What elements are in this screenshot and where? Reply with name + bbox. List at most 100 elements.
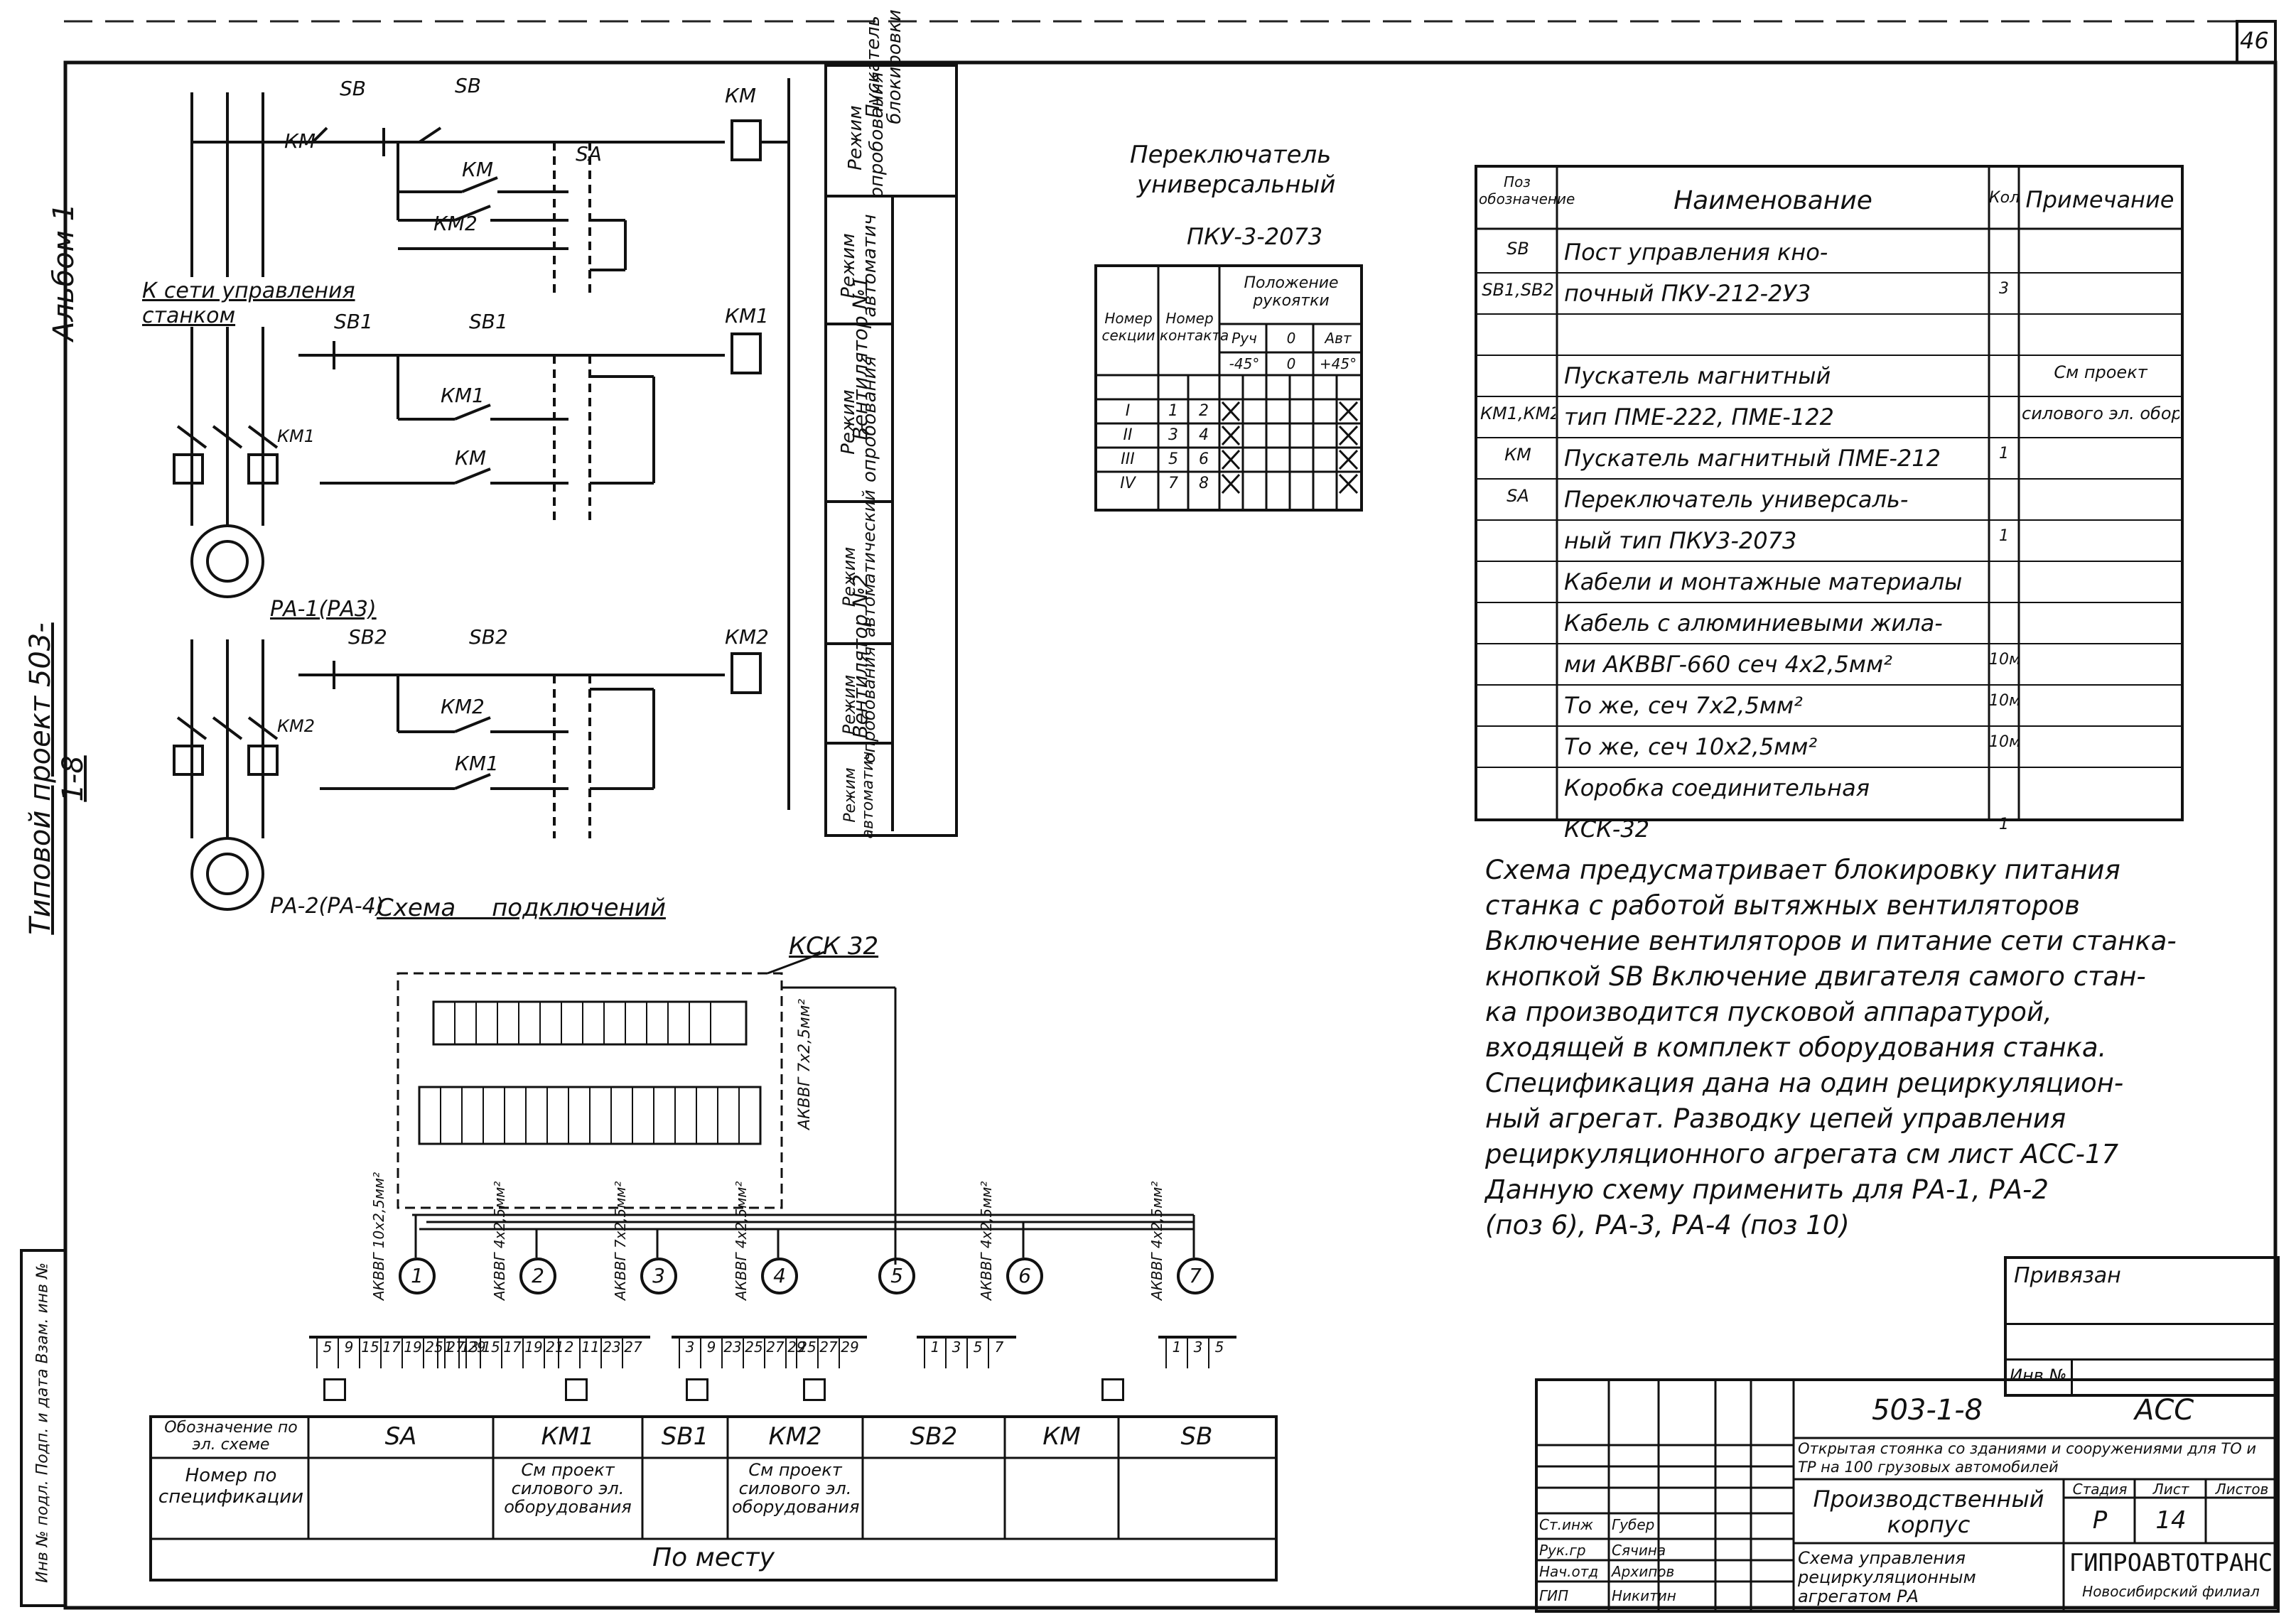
mode-column: Режим опробования Пускатель блокировки Р… — [824, 9, 958, 838]
note-line: Включение вентиляторов и питание сети ст… — [1485, 926, 2177, 956]
device-col-header: SB1 — [661, 1422, 709, 1451]
terminal-number: 21 — [544, 1339, 565, 1368]
cable-tag-label: АКВВГ 4х2,5мм² — [978, 1181, 995, 1300]
terminal-number: 1 — [1165, 1339, 1187, 1368]
staff-role: Нач.отд — [1539, 1563, 1599, 1580]
cable-tag-label: АКВВГ 4х2,5мм² — [733, 1181, 750, 1300]
switch-pos-auto: Авт — [1325, 330, 1352, 347]
spec-cell: SA — [1507, 486, 1529, 506]
switch-row-c1: 3 — [1168, 426, 1178, 444]
org-branch: Новосибирский филиал — [2082, 1583, 2260, 1600]
switch-row-c2: 2 — [1199, 402, 1209, 420]
stage-value: Р — [2092, 1506, 2108, 1535]
mode-cell: Режим опробования — [827, 642, 894, 763]
switch-row-section: II — [1123, 426, 1133, 444]
privyazan-title: Привязан — [2014, 1263, 2121, 1288]
device-col-spec: См проект силового эл. оборудования — [732, 1460, 860, 1517]
km2-label-hold: КМ2 — [441, 695, 485, 718]
terminal-number: 19 — [401, 1339, 423, 1368]
spec-cell: SB — [1507, 239, 1529, 259]
terminal-number: 1 — [924, 1339, 945, 1368]
control-schematic — [173, 78, 790, 911]
staff-name: Архипов — [1612, 1563, 1675, 1580]
switch-angle-right: +45° — [1319, 355, 1357, 372]
terminal-number: 3 — [945, 1339, 966, 1368]
mode-device: Вентилятор №2 — [848, 574, 872, 739]
staff-name: Сячина — [1612, 1542, 1666, 1559]
km1-label-lower: КМ1 — [455, 752, 499, 775]
spec-cell: См проект — [2054, 362, 2147, 382]
terminal-number: 3 — [1187, 1339, 1208, 1368]
terminal-number: 5 — [316, 1339, 338, 1368]
terminal-number: 2 — [558, 1339, 579, 1368]
terminal-number: 3 — [679, 1339, 700, 1368]
switch-row-c1: 7 — [1168, 475, 1178, 492]
row-label-designation: Обозначение по эл. схеме — [164, 1419, 298, 1454]
privyazan-box: Привязан Инв № — [2004, 1256, 2280, 1397]
title-code: 503-1-8 — [1872, 1394, 1983, 1427]
spec-cell: почный ПКУ-212-2У3 — [1564, 280, 1811, 307]
spec-header-qty: Кол — [1989, 189, 2020, 207]
terminal-strip — [917, 1336, 1016, 1339]
switch-row-section: IV — [1120, 475, 1136, 492]
switch-row-c2: 8 — [1199, 475, 1209, 492]
switch-row-c2: 6 — [1199, 450, 1209, 468]
km2-label-top: КМ2 — [433, 212, 478, 235]
terminal-number: 13 — [458, 1339, 480, 1368]
pa1-label: РА-1(РА3) — [270, 597, 377, 622]
place-label: По месту — [652, 1543, 775, 1572]
mode-cell: Режим автоматический — [827, 490, 894, 645]
spec-cell: ный тип ПКУ3-2073 — [1564, 527, 1797, 554]
note-line: станка с работой вытяжных вентиляторов — [1485, 890, 2080, 921]
note-line: кнопкой SB Включение двигателя самого ст… — [1485, 961, 2146, 992]
cable-tag: 6 — [1006, 1258, 1043, 1294]
terminal-number: 17 — [501, 1339, 522, 1368]
spec-cell: КМ — [1504, 445, 1531, 465]
terminal-number: 9 — [700, 1339, 721, 1368]
stamp-column-text: Инв № подл. Подп. и дата Взам. инв № — [33, 1263, 52, 1584]
sheet-label: Лист — [2152, 1481, 2189, 1498]
switch-title-2: универсальный — [1137, 171, 1336, 199]
spec-cell: силового эл. оборудов. — [2022, 404, 2179, 423]
terminal-number: 11 — [579, 1339, 600, 1368]
note-line: рециркуляционного агрегата см лист АСС-1… — [1485, 1139, 2119, 1169]
terminal-strip — [1158, 1336, 1236, 1339]
switch-header-section: Номер секции — [1101, 310, 1155, 344]
staff-role: ГИП — [1539, 1587, 1569, 1604]
km-label-hold: КМ — [462, 158, 494, 181]
connections-title: Схема подключений — [377, 894, 666, 922]
spec-table: Поз обозначение Наименование Кол Примеча… — [1475, 165, 2184, 843]
device-col-header: SA — [384, 1422, 417, 1451]
row-label-spec: Номер по спецификации — [158, 1465, 304, 1508]
switch-row-c1: 5 — [1168, 450, 1178, 468]
spec-cell: 1 — [1999, 527, 2009, 545]
stage-label: Стадия — [2072, 1481, 2128, 1498]
device-col-header: КМ1 — [541, 1422, 595, 1451]
mode-cell: Режим автоматич — [827, 195, 894, 325]
terminal-number: 25 — [796, 1339, 817, 1368]
staff-role: Рук.гр — [1539, 1542, 1586, 1559]
staff-name: Никитин — [1612, 1587, 1676, 1604]
spec-cell: 10м — [1989, 692, 2019, 710]
terminal-strip — [309, 1336, 494, 1339]
switch-title-1: Переключатель — [1130, 141, 1332, 169]
spec-cell: тип ПМЕ-222, ПМЕ-122 — [1564, 404, 1834, 431]
sa-label: SA — [576, 142, 602, 166]
spec-cell: КСК-32 — [1564, 816, 1650, 843]
spec-cell: 10м — [1989, 733, 2019, 751]
ground-square-icon — [565, 1378, 588, 1401]
spec-cell: 3 — [1999, 280, 2009, 298]
device-col-header: КМ — [1042, 1422, 1081, 1451]
device-col-spec: См проект силового эл. оборудования — [504, 1460, 632, 1517]
switch-angle-mid: 0 — [1286, 355, 1296, 372]
spec-cell: КМ1,КМ2 — [1480, 404, 1556, 423]
note-line: ный агрегат. Разводку цепей управления — [1485, 1103, 2066, 1134]
staff-role: Ст.инж — [1539, 1516, 1594, 1533]
terminal-number: 5 — [966, 1339, 988, 1368]
spec-cell: 1 — [1999, 816, 2009, 833]
spec-cell: То же, сеч 10х2,5мм² — [1564, 733, 1818, 760]
note-line: Схема предусматривает блокировку питания — [1485, 855, 2120, 885]
spec-header-note: Примечание — [2025, 186, 2174, 213]
terminal-strip — [551, 1336, 650, 1339]
